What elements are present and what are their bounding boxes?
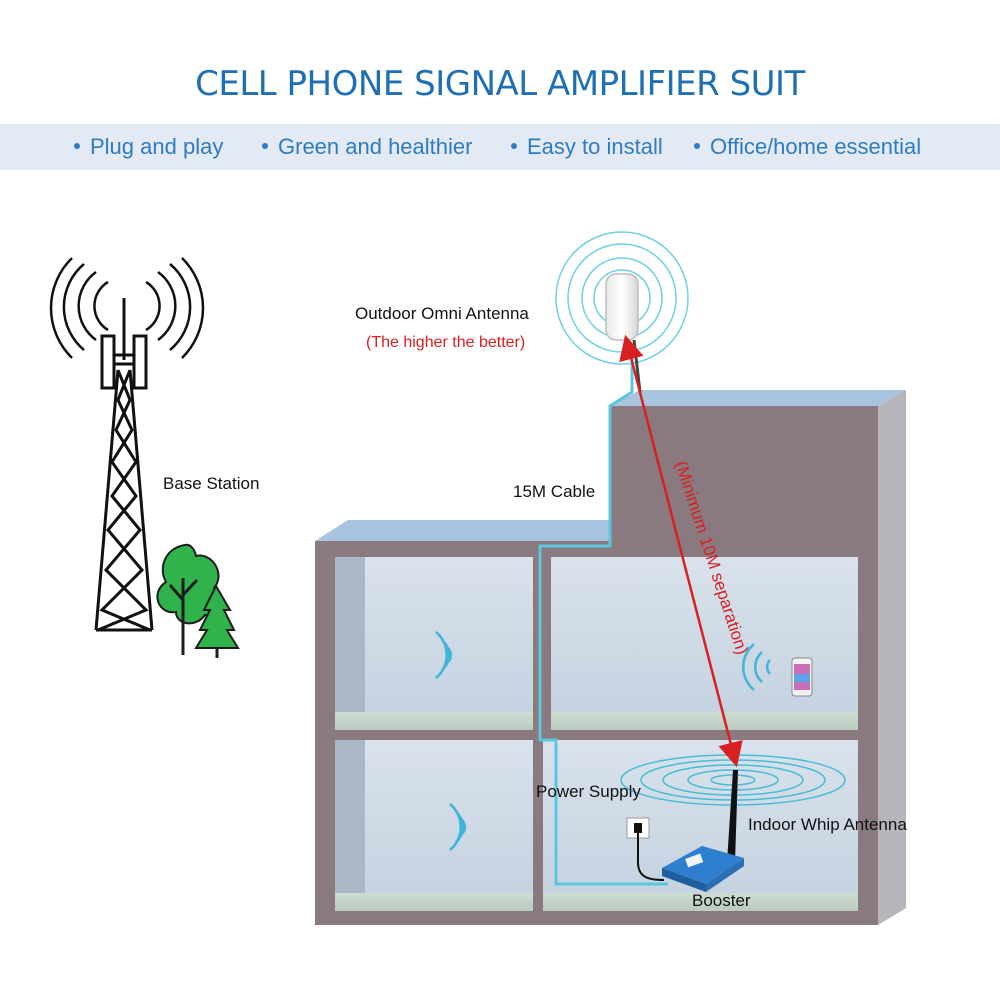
- indoor-antenna-label: Indoor Whip Antenna: [748, 815, 907, 834]
- wifi-signal-icon: [449, 803, 467, 851]
- booster-label: Booster: [692, 891, 751, 910]
- power-supply-label: Power Supply: [536, 782, 641, 801]
- outdoor-antenna-label: Outdoor Omni Antenna: [355, 304, 529, 323]
- wifi-signal-icon: [742, 643, 771, 691]
- building-side: [878, 390, 906, 925]
- bullet-icon: [262, 143, 268, 150]
- room-lower-left: [335, 740, 533, 911]
- bullet-icon: [511, 143, 517, 150]
- power-outlet-icon: [626, 817, 665, 881]
- bullet-icon: [694, 143, 700, 150]
- feature-item: Easy to install: [511, 134, 663, 160]
- feature-item: Green and healthier: [262, 134, 472, 160]
- smartphone-icon: [791, 657, 813, 697]
- feature-bar: Plug and play Green and healthier Easy t…: [0, 124, 1000, 170]
- indoor-whip-antenna-icon: [727, 770, 738, 862]
- building-roof-upper: [610, 390, 906, 406]
- feature-label: Easy to install: [527, 134, 663, 159]
- bullet-icon: [74, 143, 80, 150]
- feature-label: Office/home essential: [710, 134, 922, 159]
- building-roof-lower: [315, 520, 610, 541]
- room-upper-left: [335, 557, 533, 730]
- feature-label: Green and healthier: [278, 134, 473, 159]
- feature-item: Office/home essential: [694, 134, 921, 160]
- tree-icon: [156, 543, 222, 655]
- wifi-signal-icon: [435, 631, 453, 679]
- cable-label: 15M Cable: [513, 482, 596, 501]
- tree-icon: [194, 583, 240, 658]
- feature-label: Plug and play: [90, 134, 224, 159]
- separation-arrow: [619, 334, 743, 768]
- feature-item: Plug and play: [74, 134, 223, 160]
- base-station-tower-icon: [49, 257, 205, 632]
- outdoor-antenna-note: (The higher the better): [366, 334, 526, 351]
- booster-device-icon: [662, 846, 744, 892]
- page-title: CELL PHONE SIGNAL AMPLIFIER SUIT: [195, 64, 805, 104]
- base-station-label: Base Station: [163, 474, 260, 493]
